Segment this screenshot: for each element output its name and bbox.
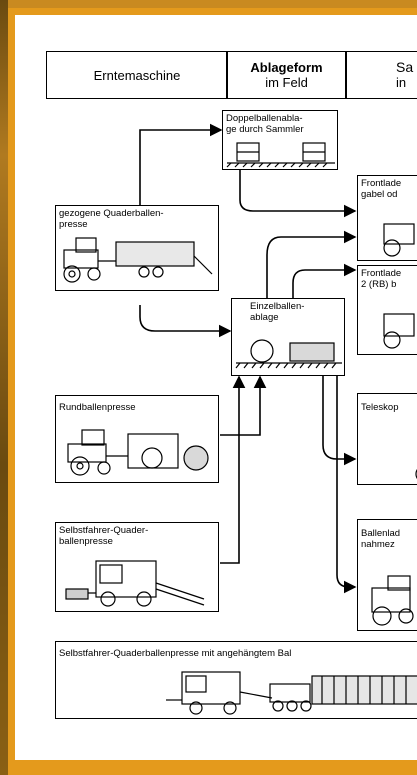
diagram-canvas: Erntemaschine Ablageform im Feld Sa in <box>15 15 417 760</box>
deposit-label-single-bale: Einzelballen- ablage <box>250 301 305 323</box>
connector-arrows <box>139 123 357 594</box>
collection-label-bale-loader: Ballenlad nahmez <box>361 528 401 550</box>
deposit-box-double-bale: Doppelballenabla- ge durch Sammler <box>222 110 338 170</box>
collection-label-front-loader-1: Frontlade gabel od <box>361 178 402 200</box>
machine-label-pulled-square-baler: gezogene Quaderballen- presse <box>59 208 164 230</box>
machine-box-self-propelled-baler: Selbstfahrer-Quader- ballenpresse <box>55 522 219 612</box>
header-collection-line2: in <box>396 75 407 90</box>
self-propelled-trailer-illustration <box>166 671 417 715</box>
machine-box-self-propelled-with-trailer: Selbstfahrer-Quaderballenpresse mit ange… <box>55 641 417 719</box>
header-harvester-label: Erntemaschine <box>93 67 181 83</box>
header-deposit-line1: Ablageform <box>250 60 323 75</box>
telescopic-illustration <box>415 469 417 479</box>
header-collection-line1: Sa <box>396 59 414 75</box>
machine-label-self-propelled-baler: Selbstfahrer-Quader- ballenpresse <box>59 525 149 547</box>
machine-label-round-baler: Rundballenpresse <box>59 402 136 413</box>
collection-box-front-loader-1: Frontlade gabel od <box>357 175 417 261</box>
machine-box-pulled-square-baler: gezogene Quaderballen- presse <box>55 205 219 291</box>
deposit-label-double-bale: Doppelballenabla- ge durch Sammler <box>226 113 304 135</box>
self-propelled-baler-illustration <box>65 560 205 607</box>
header-cell-collection: Sa in <box>345 51 417 99</box>
deposit-box-single-bale: Einzelballen- ablage <box>231 298 345 376</box>
left-decor-strip <box>0 0 8 775</box>
bale-loader-illustration <box>371 575 414 626</box>
double-bale-illustration <box>226 142 335 168</box>
header-cell-harvester: Erntemaschine <box>46 51 228 99</box>
front-loader-illustration <box>383 223 415 257</box>
collection-label-front-loader-2: Frontlade 2 (RB) b <box>361 268 402 290</box>
collection-box-telescopic: Teleskop <box>357 393 417 485</box>
machine-box-round-baler: Rundballenpresse <box>55 395 219 483</box>
front-loader-2-illustration <box>383 313 415 349</box>
collection-label-telescopic: Teleskop <box>361 402 399 413</box>
machine-label-self-propelled-with-trailer: Selbstfahrer-Quaderballenpresse mit ange… <box>59 648 292 659</box>
header-cell-deposit: Ablageform im Feld <box>226 51 347 99</box>
header-deposit-line2: im Feld <box>265 75 308 90</box>
tractor-round-baler-illustration <box>67 429 209 476</box>
tractor-baler-illustration <box>63 237 213 283</box>
single-bale-illustration <box>235 339 342 369</box>
collection-box-front-loader-2: Frontlade 2 (RB) b <box>357 265 417 355</box>
collection-box-bale-loader: Ballenlad nahmez <box>357 519 417 631</box>
top-decor-strip <box>8 0 417 8</box>
